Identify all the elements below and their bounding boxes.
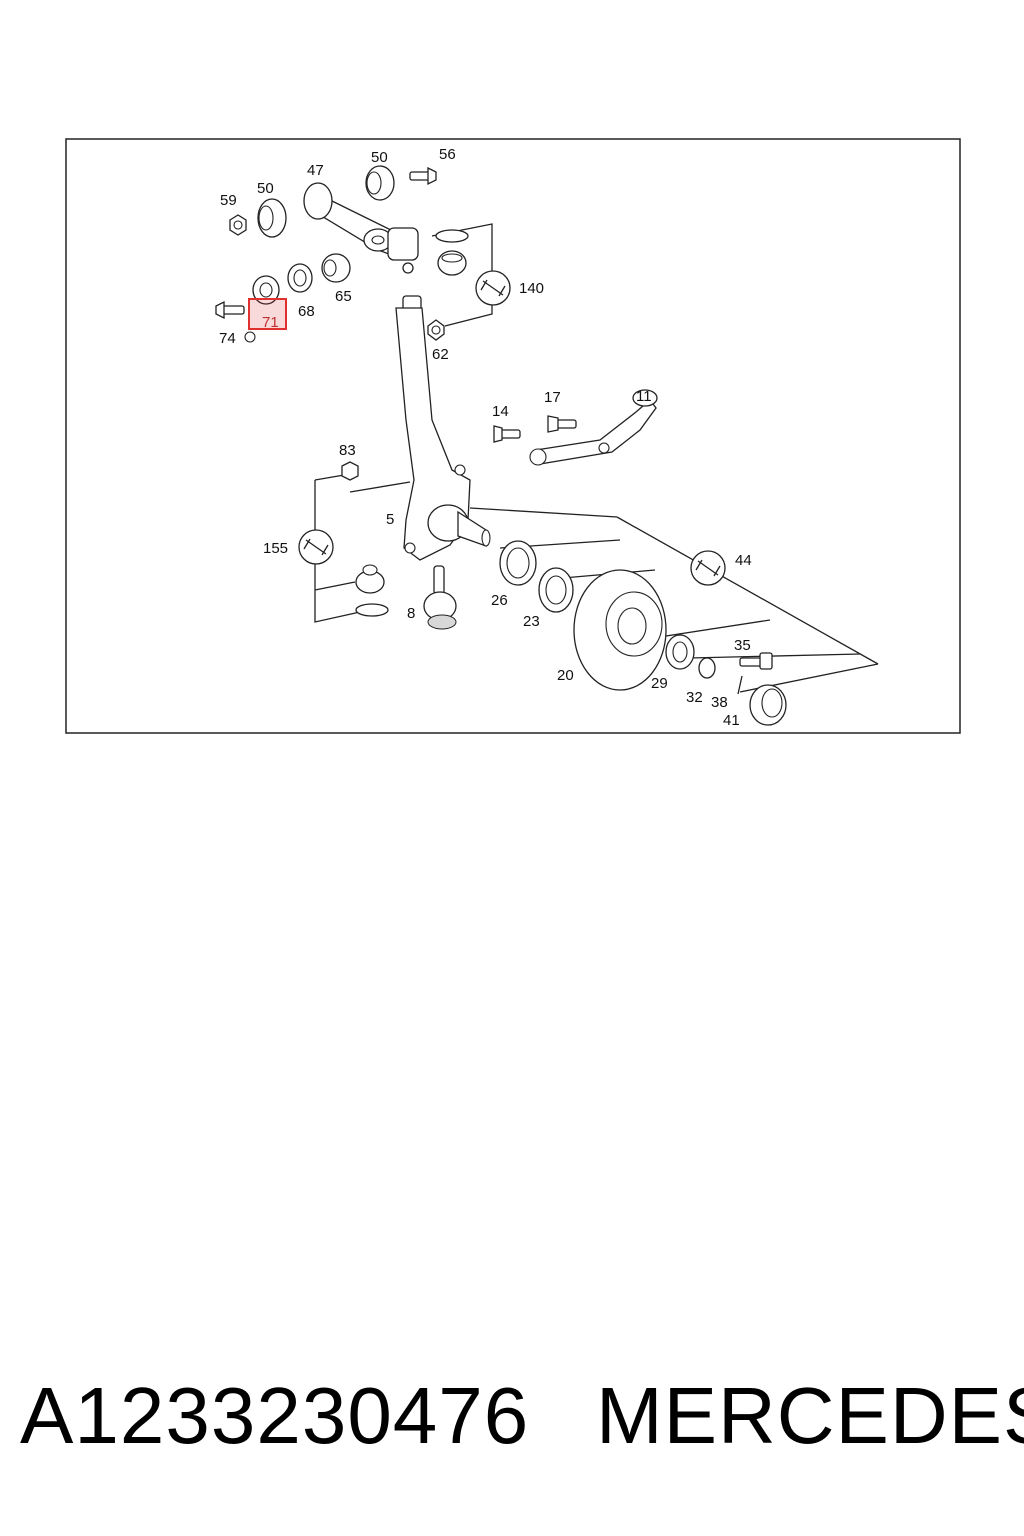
callout-62: 62: [432, 346, 449, 363]
callout-14: 14: [492, 403, 509, 420]
callout-41: 41: [723, 712, 740, 729]
callout-155: 155: [263, 540, 288, 557]
callout-65: 65: [335, 288, 352, 305]
wrench-icon: [690, 550, 726, 586]
callout-26: 26: [491, 592, 508, 609]
callout-50: 50: [371, 149, 388, 166]
callout-44: 44: [735, 552, 752, 569]
bushing-parts: [215, 165, 469, 343]
steering-knuckle: [395, 295, 491, 561]
caption-bar: A1233230476 MERCEDES: [0, 1370, 1024, 1480]
brand-name: MERCEDES: [596, 1371, 1024, 1460]
callout-83: 83: [339, 442, 356, 459]
callout-68: 68: [298, 303, 315, 320]
callout-56: 56: [439, 146, 456, 163]
callout-35: 35: [734, 637, 751, 654]
callout-29: 29: [651, 675, 668, 692]
callout-38: 38: [711, 694, 728, 711]
callout-11: 11: [636, 388, 652, 405]
callout-74: 74: [219, 330, 236, 347]
part-number: A1233230476: [20, 1371, 530, 1460]
wrench-icon: [298, 529, 334, 565]
callout-140: 140: [519, 280, 544, 297]
highlight-box: [248, 298, 287, 330]
hub-disc-assembly: [499, 540, 787, 726]
diagram-frame: [65, 138, 961, 734]
wrench-icon: [475, 270, 511, 306]
ball-joint-parts: [341, 461, 457, 630]
callout-20: 20: [557, 667, 574, 684]
steering-arm: [493, 389, 658, 466]
callout-5: 5: [386, 511, 394, 528]
callout-47: 47: [307, 162, 324, 179]
upper-control-arm: [303, 182, 419, 274]
callout-32: 32: [686, 689, 703, 706]
callout-23: 23: [523, 613, 540, 630]
callout-59: 59: [220, 192, 237, 209]
callout-17: 17: [544, 389, 561, 406]
callout-8: 8: [407, 605, 415, 622]
callout-71: 71: [262, 314, 279, 331]
callout-50: 50: [257, 180, 274, 197]
exploded-parts-diagram: 59 50 47 50 56 140 65 68 71 74 62 14 17 …: [65, 138, 961, 734]
